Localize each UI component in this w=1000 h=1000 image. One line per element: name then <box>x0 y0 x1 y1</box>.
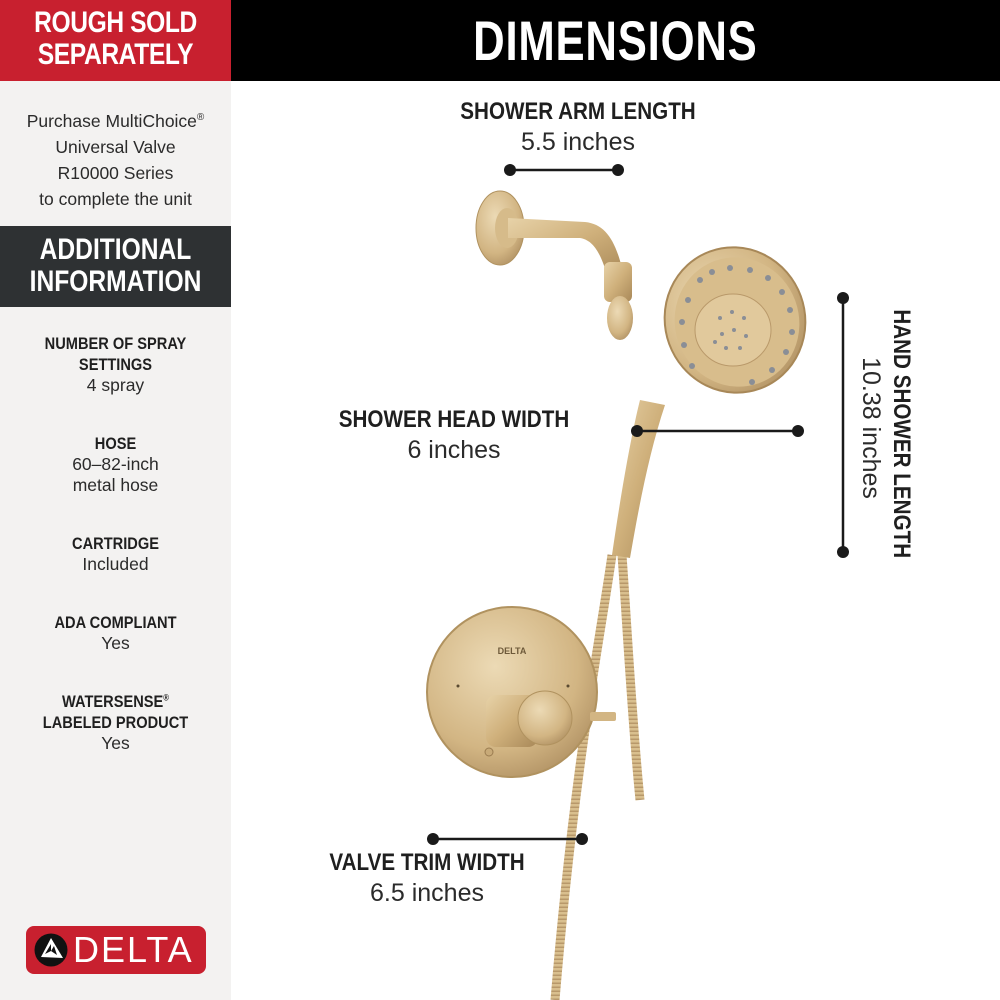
dimension-value: 6 inches <box>407 436 501 464</box>
spec-value: 4 spray <box>86 375 145 395</box>
banner-line: ADDITIONAL <box>39 233 192 266</box>
dimension-label: SHOWER ARM LENGTH <box>460 98 696 125</box>
additional-information-banner: ADDITIONAL INFORMATION <box>0 226 231 307</box>
hand-shower-dimension: HAND SHOWER LENGTH 10.38 inches <box>852 290 916 566</box>
product-illustration: DELTA <box>426 164 849 1000</box>
spec-label: WATERSENSE® <box>16 691 215 712</box>
spec-label: HOSE <box>94 434 137 453</box>
registered-mark: ® <box>196 112 205 124</box>
spec-label-text: WATERSENSE <box>62 692 164 711</box>
shower-arm-dimension-line <box>504 164 624 176</box>
banner-line: ROUGH SOLD <box>34 6 197 39</box>
shower-head-dimension-line <box>631 425 804 437</box>
info-sidebar: ROUGH SOLD SEPARATELY Purchase MultiChoi… <box>0 0 231 1000</box>
dimension-value: 10.38 inches <box>857 357 885 499</box>
spec-hose: HOSE 60–82-inch metal hose <box>0 433 231 496</box>
dimension-label: SHOWER HEAD WIDTH <box>338 406 570 433</box>
spec-value: Included <box>82 554 149 574</box>
purchase-line: to complete the unit <box>39 189 192 209</box>
page-title: DIMENSIONS <box>473 9 758 72</box>
dimension-label: VALVE TRIM WIDTH <box>329 849 525 876</box>
purchase-note: Purchase MultiChoice® Universal Valve R1… <box>0 108 231 212</box>
dimensions-header: DIMENSIONS <box>231 0 1000 81</box>
spec-label: SETTINGS <box>78 355 153 374</box>
spec-watersense: WATERSENSE® LABELED PRODUCT Yes <box>0 691 231 754</box>
spec-cartridge: CARTRIDGE Included <box>0 533 231 575</box>
purchase-line: R10000 Series <box>57 163 174 183</box>
registered-mark: ® <box>163 692 169 703</box>
dimension-label: HAND SHOWER LENGTH <box>888 309 915 559</box>
valve-trim-dimension: VALVE TRIM WIDTH 6.5 inches <box>277 848 577 908</box>
delta-brand-logo: DELTA <box>26 926 206 974</box>
valve-trim-dimension-line <box>427 833 588 845</box>
hand-shower-dimension-line <box>837 292 849 558</box>
valve-brand-text: DELTA <box>498 646 527 656</box>
spec-label: ADA COMPLIANT <box>54 613 177 632</box>
spec-spray-settings: NUMBER OF SPRAY SETTINGS 4 spray <box>0 333 231 396</box>
dimension-value: 5.5 inches <box>521 128 635 156</box>
shower-arm-dimension: SHOWER ARM LENGTH 5.5 inches <box>428 97 728 157</box>
spec-label: NUMBER OF SPRAY <box>44 334 187 353</box>
purchase-line: Purchase MultiChoice <box>26 111 197 131</box>
spec-label: LABELED PRODUCT <box>42 713 189 732</box>
purchase-line: Universal Valve <box>55 137 176 157</box>
spec-value: 60–82-inch <box>72 454 159 474</box>
dimension-value: 6.5 inches <box>370 879 484 907</box>
banner-line: SEPARATELY <box>37 38 194 71</box>
spec-ada-compliant: ADA COMPLIANT Yes <box>0 612 231 654</box>
spec-value: Yes <box>101 633 130 653</box>
spec-value: Yes <box>101 733 130 753</box>
banner-line: INFORMATION <box>29 265 202 298</box>
spec-value: metal hose <box>72 475 159 495</box>
delta-triangle-icon <box>34 933 68 967</box>
delta-wordmark: DELTA <box>73 929 194 970</box>
shower-head-dimension: SHOWER HEAD WIDTH 6 inches <box>304 405 604 465</box>
rough-sold-separately-banner: ROUGH SOLD SEPARATELY <box>0 0 231 81</box>
spec-label: CARTRIDGE <box>72 534 159 553</box>
